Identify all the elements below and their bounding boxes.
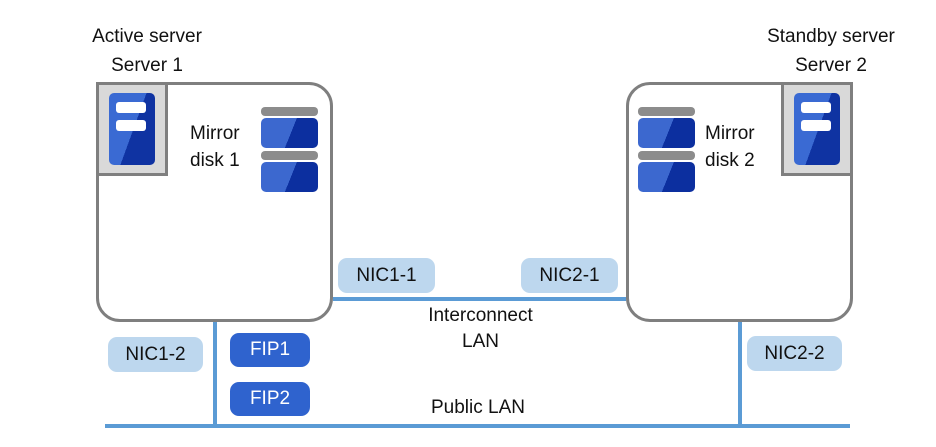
server2-tower-icon (781, 82, 853, 176)
server2-role-label: Standby server (767, 26, 895, 47)
nic1-2-badge: NIC1-2 (108, 337, 203, 372)
nic2-2-badge: NIC2-2 (747, 336, 842, 371)
server1-tower-icon (96, 82, 168, 176)
tower-slot-icon (116, 102, 146, 113)
tower-slot-icon (801, 102, 831, 113)
disk-cap-icon (261, 151, 318, 160)
server1-public-lan-link-line (213, 322, 217, 426)
disk-platter-icon (638, 118, 695, 148)
mirror-disk1-label: Mirror disk 1 (190, 123, 240, 171)
mirror-disk2-label: Mirror disk 2 (705, 123, 755, 171)
public-lan-line (105, 424, 850, 428)
server2-name-label: Server 2 (795, 55, 867, 76)
server2-heading: Standby server Server 2 (736, 22, 926, 80)
disk-platter-icon (261, 118, 318, 148)
disk-cap-icon (261, 107, 318, 116)
public-lan-label: Public LAN (431, 397, 525, 418)
mirror-disk2-icon (638, 107, 695, 195)
fip1-badge: FIP1 (230, 333, 310, 367)
tower-slot-icon (116, 120, 146, 131)
interconnect-lan-line (333, 297, 626, 301)
mirror-disk1-icon (261, 107, 318, 195)
disk-platter-icon (261, 162, 318, 192)
nic2-1-badge: NIC2-1 (521, 258, 618, 293)
nic1-1-badge: NIC1-1 (338, 258, 435, 293)
disk-cap-icon (638, 151, 695, 160)
server1-name-label: Server 1 (111, 55, 183, 76)
fip2-badge: FIP2 (230, 382, 310, 416)
tower-slot-icon (801, 120, 831, 131)
interconnect-lan-label: Interconnect LAN (428, 305, 533, 352)
server2-public-lan-link-line (738, 322, 742, 426)
tower-icon (794, 93, 840, 165)
server1-heading: Active server Server 1 (52, 22, 242, 80)
disk-platter-icon (638, 162, 695, 192)
server1-role-label: Active server (92, 26, 202, 47)
disk-cap-icon (638, 107, 695, 116)
tower-icon (109, 93, 155, 165)
